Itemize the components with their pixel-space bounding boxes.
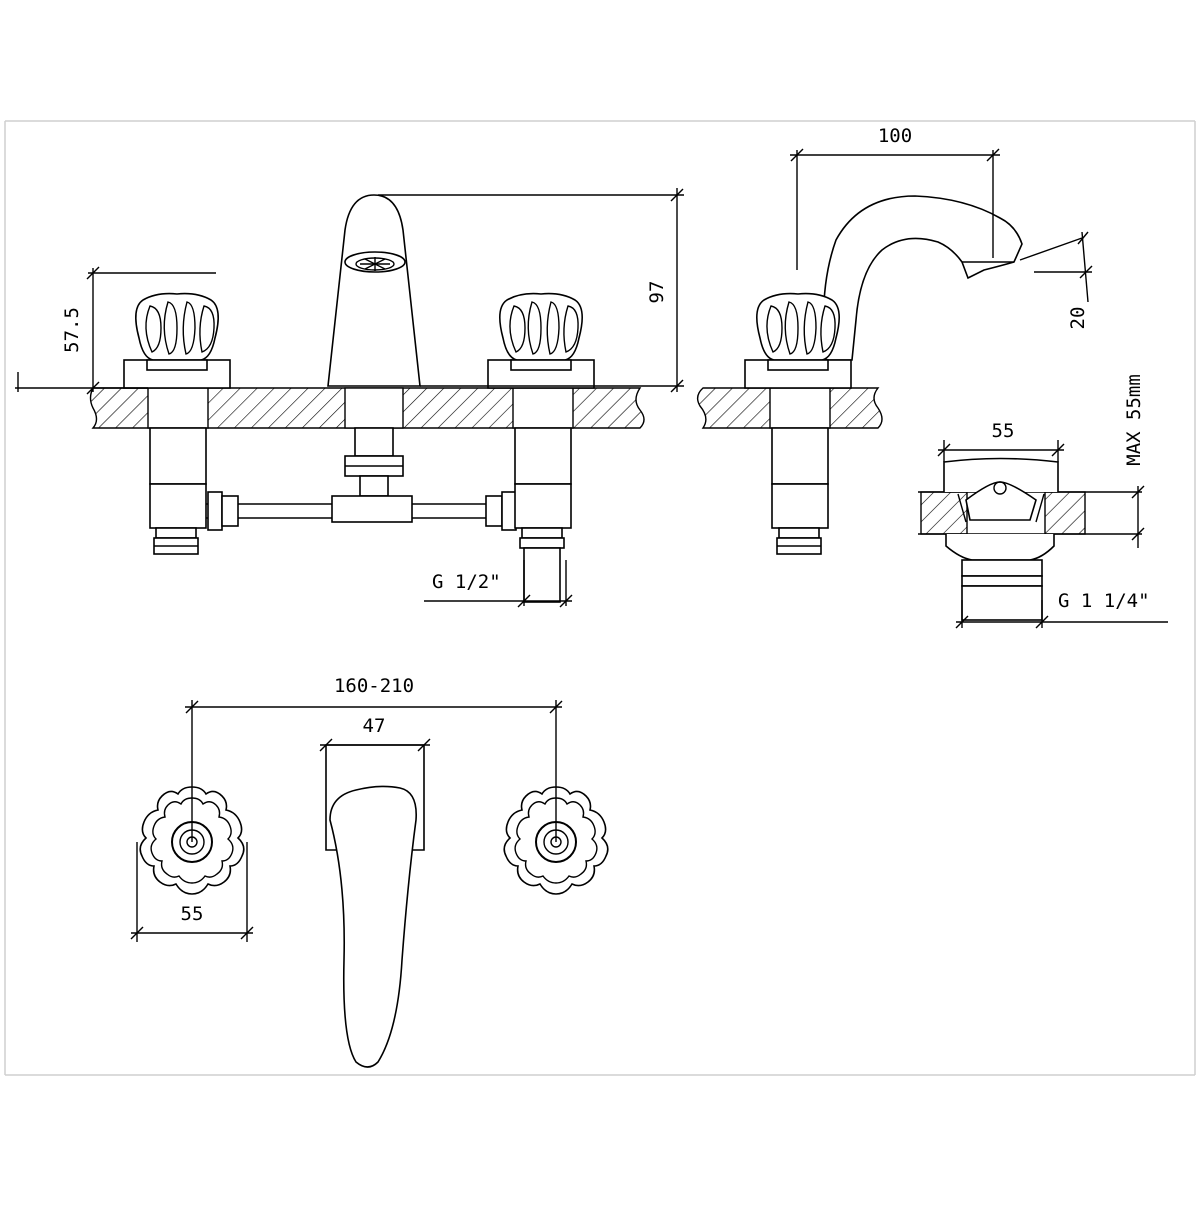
dimension-centers: 160-210 [185,675,563,842]
dimension-spout-width: 47 [319,715,431,752]
waste-slab-right [1044,491,1086,535]
spout-drop-label: 20 [1067,307,1089,330]
waste-thread-callout: G 1 1/4" [955,590,1168,629]
spout-plan [325,744,425,1068]
dimension-spout-reach: 100 [790,125,1000,270]
left-valve [123,292,231,555]
centers-range-label: 160-210 [334,675,414,697]
faucet-height-label: 97 [646,281,668,304]
max-deck-label: MAX 55mm [1123,374,1145,466]
dimension-faucet-height: 97 [378,188,684,393]
side-spout [822,195,1023,361]
handle-diameter-label: 55 [181,903,204,925]
dimension-waste-width: 55 [937,420,1065,462]
waste-thread-label: G 1 1/4" [1058,590,1150,612]
inlet-thread-label: G 1/2" [432,571,501,593]
dimension-handle-diameter: 55 [130,842,254,942]
waste-width-label: 55 [992,420,1015,442]
spout-width-label: 47 [363,715,386,737]
dimension-spout-drop: 20 [1019,231,1093,330]
waste-detail: 55 MAX 55mm G 1 1/4" [918,374,1168,629]
mixing-pipe [206,491,517,531]
dimension-handle-height: 57.5 [15,266,216,395]
waste-slab-left [920,491,968,535]
handle-height-label: 57.5 [61,307,83,353]
top-view: 160-210 47 55 [130,675,609,1068]
inlet-thread-callout: G 1/2" [424,560,573,608]
spout-reach-label: 100 [878,125,912,147]
front-view: 57.5 97 G 1/2" [15,188,684,608]
side-view: 100 20 [696,125,1093,555]
dimension-max-deck: MAX 55mm [1123,374,1145,548]
right-valve [487,292,595,603]
center-spout [327,194,421,523]
side-valve [744,292,852,555]
